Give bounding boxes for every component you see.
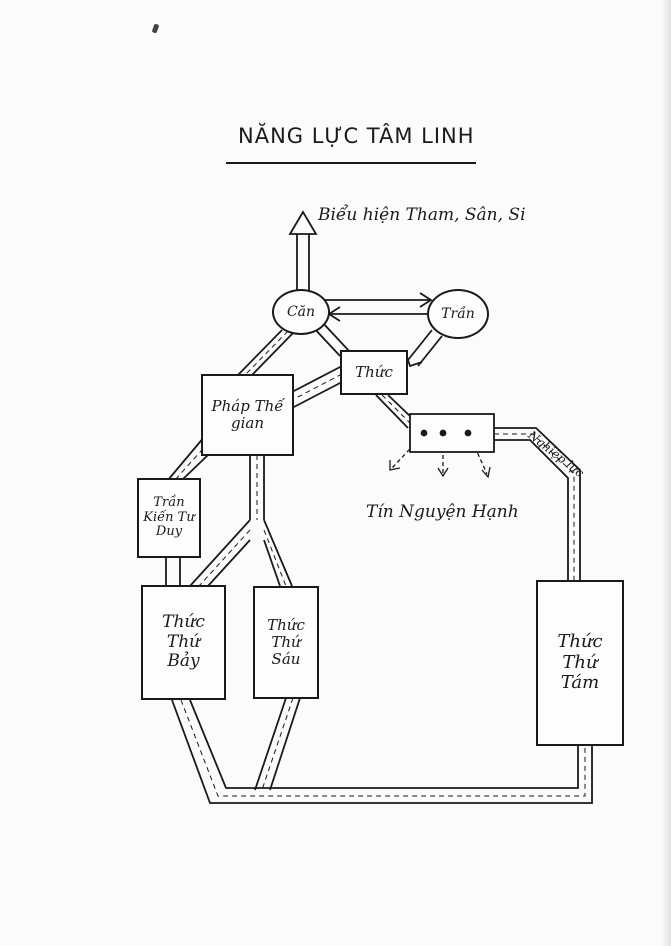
nghiep-luc-path (494, 427, 581, 580)
can-tran-path (322, 292, 433, 322)
tran-node: Trần (427, 289, 489, 339)
diagram-title: NĂNG LỰC TÂM LINH (238, 124, 475, 148)
phap-the-gian-node: Pháp Thế gian (201, 374, 294, 456)
title-underline (226, 162, 476, 164)
thuc-thu-tam-node: Thức Thứ Tám (536, 580, 624, 746)
thuc-phap-path (291, 365, 343, 409)
page-edge-shadow (661, 0, 671, 946)
thuc-thu-sau-node: Thức Thứ Sáu (253, 586, 319, 699)
trankien-bay-path (165, 556, 181, 586)
up-arrow-path (288, 210, 318, 290)
tin-nguyen-hanh-arrowheads (389, 460, 491, 479)
can-node: Căn (272, 289, 330, 335)
top-arrow-label: Biểu hiện Tham, Sân, Si (318, 205, 526, 225)
tran-thuc-path (405, 329, 443, 368)
bottom-loop-path (171, 697, 593, 804)
thuc-thu-bay-node: Thức Thứ Bảy (141, 585, 226, 700)
thuc-node: Thức (340, 350, 408, 395)
can-phap-path (237, 329, 295, 376)
thuc-bar-path (375, 394, 413, 429)
phap-fork-path (189, 455, 293, 587)
tin-nguyen-hanh-label: Tín Nguyện Hạnh (366, 502, 519, 522)
tran-kien-tu-duy-node: Trần Kiến Tư Duy (137, 478, 201, 558)
